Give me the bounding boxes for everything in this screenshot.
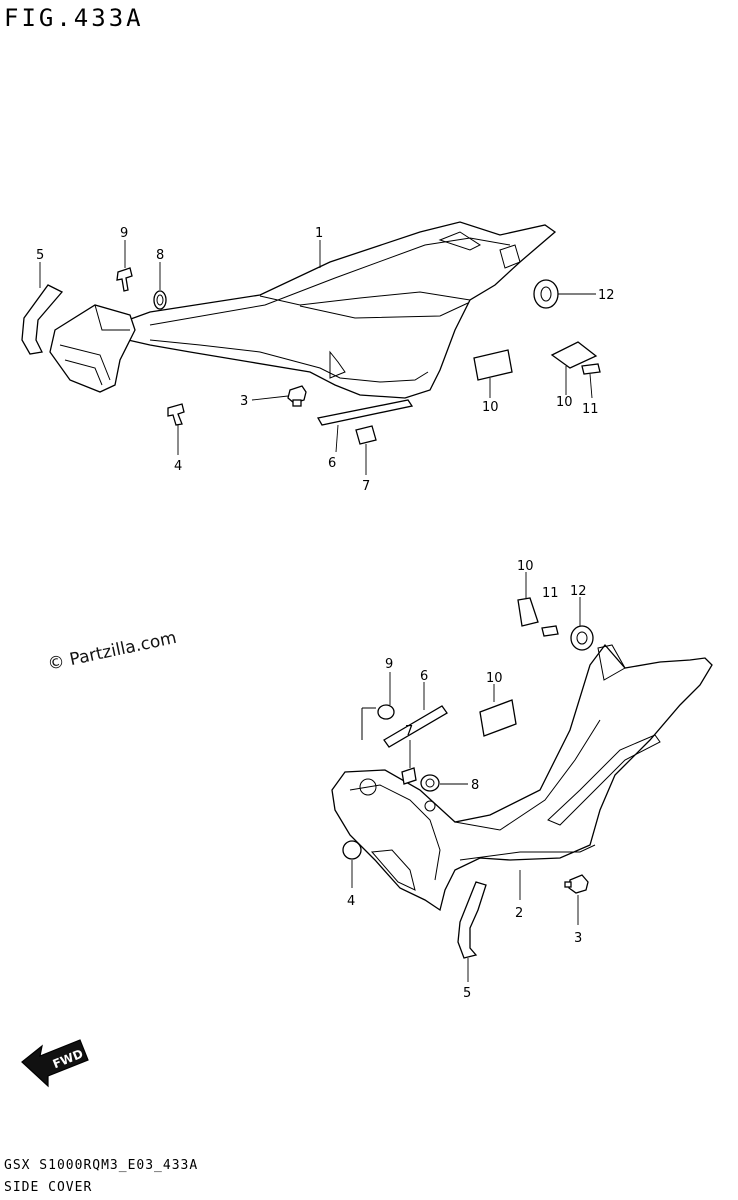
- callout-lower-10a: 10: [486, 671, 503, 686]
- upper-side-cover-assembly: 1 3 4 5 6 7 8 9 10 10 11 12: [21, 221, 615, 494]
- callout-lower-10b: 10: [517, 559, 534, 574]
- label-part-11[interactable]: [581, 363, 601, 375]
- cushion-part-12-lower[interactable]: [570, 625, 594, 651]
- figure-title: FIG.433A: [4, 4, 144, 32]
- label-part-10-top[interactable]: [517, 597, 539, 627]
- callout-upper-10a: 10: [482, 400, 499, 415]
- callout-lower-6: 6: [420, 669, 428, 684]
- bolt-part-3[interactable]: [287, 385, 307, 407]
- grommet-part-8[interactable]: [153, 290, 167, 310]
- callout-upper-6: 6: [328, 456, 336, 471]
- callout-lower-3: 3: [574, 931, 582, 946]
- hose-part-5[interactable]: [21, 284, 64, 355]
- callout-upper-3: 3: [240, 394, 248, 409]
- label-part-11-lower[interactable]: [541, 625, 559, 637]
- callout-lower-2: 2: [515, 906, 523, 921]
- label-part-10b[interactable]: [550, 341, 598, 369]
- grommet-part-8-lower[interactable]: [420, 774, 440, 792]
- bolt-part-3-lower[interactable]: [564, 874, 589, 894]
- callout-upper-4: 4: [174, 459, 182, 474]
- cushion-part-12[interactable]: [533, 279, 559, 309]
- figure-name: SIDE COVER: [4, 1180, 93, 1195]
- callout-upper-8: 8: [156, 248, 164, 263]
- callout-upper-5: 5: [36, 248, 44, 263]
- pad-part-7-lower[interactable]: [401, 767, 417, 785]
- callout-lower-11: 11: [542, 586, 559, 601]
- callout-lower-4: 4: [347, 894, 355, 909]
- callout-lower-5: 5: [463, 986, 471, 1001]
- label-part-10a[interactable]: [473, 349, 513, 381]
- callout-upper-1: 1: [315, 226, 323, 241]
- callout-upper-9: 9: [120, 226, 128, 241]
- side-cover-part-2[interactable]: [331, 643, 713, 912]
- strip-part-6-lower[interactable]: [383, 705, 448, 748]
- callout-upper-11: 11: [582, 402, 599, 417]
- callout-upper-7: 7: [362, 479, 370, 494]
- clip-part-9[interactable]: [116, 267, 133, 292]
- callout-upper-10b: 10: [556, 395, 573, 410]
- strip-part-6[interactable]: [316, 399, 414, 426]
- clip-part-4[interactable]: [167, 403, 185, 426]
- pad-part-7[interactable]: [355, 425, 377, 445]
- side-cover-part-1[interactable]: [127, 221, 557, 399]
- grommet-part-4-lower[interactable]: [342, 840, 362, 860]
- hose-part-5-lower[interactable]: [457, 881, 487, 959]
- front-duct-bracket[interactable]: [49, 304, 136, 393]
- label-part-10-lower[interactable]: [479, 699, 517, 737]
- figure-code: GSX S1000RQM3_E03_433A: [4, 1158, 199, 1173]
- grommet-part-9[interactable]: [377, 704, 395, 720]
- callout-upper-12: 12: [598, 288, 615, 303]
- fwd-arrow-icon: FWD: [21, 1039, 89, 1088]
- callout-lower-8: 8: [471, 778, 479, 793]
- lower-side-cover-assembly: 2 3 4 5 6 7 8 9 10 10 11 12: [331, 559, 713, 1001]
- callout-lower-9: 9: [385, 657, 393, 672]
- callout-lower-7: 7: [405, 724, 413, 739]
- callout-lower-12: 12: [570, 584, 587, 599]
